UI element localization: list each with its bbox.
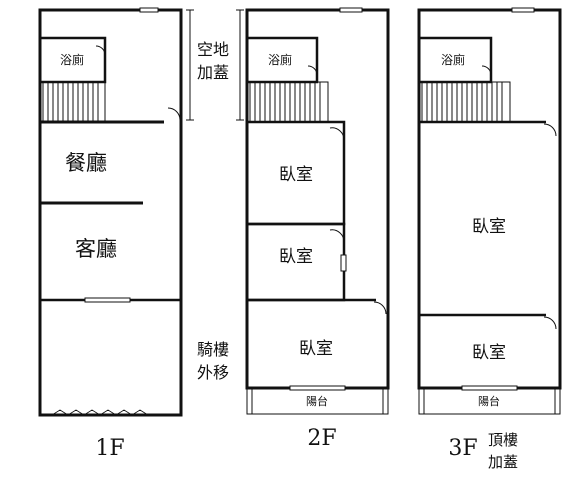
f1-top-window <box>139 7 159 13</box>
f1-outer-wall <box>38 8 183 417</box>
f1-door-a <box>167 107 181 121</box>
f1-front-door <box>51 409 149 416</box>
f2-balcony-door <box>289 385 346 391</box>
f3-top-window <box>511 7 535 13</box>
f3-balcony-door <box>461 385 518 391</box>
f2-bedroom-2-door <box>329 229 345 243</box>
f1-bath-label: 浴廁 <box>60 52 84 67</box>
f1-sliding-door <box>84 297 131 303</box>
f2-top-window <box>339 7 363 13</box>
floor-2f <box>236 7 390 415</box>
f3-bedroom-2-door <box>543 316 557 330</box>
f3-floor-label: 3F <box>448 436 477 461</box>
f3-balcony-label: 陽台 <box>478 394 500 408</box>
f2-bedroom-3-door <box>373 301 387 315</box>
f3-rooftop-label-1: 頂樓 <box>488 431 518 449</box>
f2-bedroom-1-label: 臥室 <box>279 165 313 185</box>
floor-3f <box>417 7 562 415</box>
f1-dining-label: 餐廳 <box>65 151 107 175</box>
f1-floor-label: 1F <box>95 436 124 461</box>
f3-rooftop-label-2: 加蓋 <box>488 453 518 471</box>
f2-bedroom-1-door <box>329 127 345 141</box>
f1-bath-door <box>95 45 106 56</box>
f1-arcade-label-2: 外移 <box>197 363 229 382</box>
f1-living-label: 客廳 <box>75 237 117 261</box>
f2-balcony-label: 陽台 <box>306 394 328 408</box>
f2-stairs <box>249 81 329 123</box>
f3-bath-door <box>481 65 492 76</box>
f2-bedroom-3-label: 臥室 <box>299 339 333 359</box>
f2-closet <box>340 254 347 272</box>
f3-stairs <box>421 81 511 123</box>
f1-open-space-label-2: 加蓋 <box>197 63 229 82</box>
f3-bath-label: 浴廁 <box>441 52 465 67</box>
f3-bedroom-1-door <box>543 123 557 137</box>
f1-open-space-label-1: 空地 <box>197 40 229 59</box>
f2-floor-label: 2F <box>307 426 336 451</box>
floor-1f <box>38 7 183 417</box>
f3-bedroom-2-label: 臥室 <box>472 343 506 363</box>
f2-bedroom-2-label: 臥室 <box>279 247 313 267</box>
f2-bath-door <box>307 65 318 76</box>
f3-bedroom-1-label: 臥室 <box>472 217 506 237</box>
f1-dimension-line <box>186 9 194 121</box>
f1-stairs <box>42 81 106 123</box>
f1-arcade-label-1: 騎樓 <box>197 340 229 359</box>
f2-bath-label: 浴廁 <box>268 52 292 67</box>
